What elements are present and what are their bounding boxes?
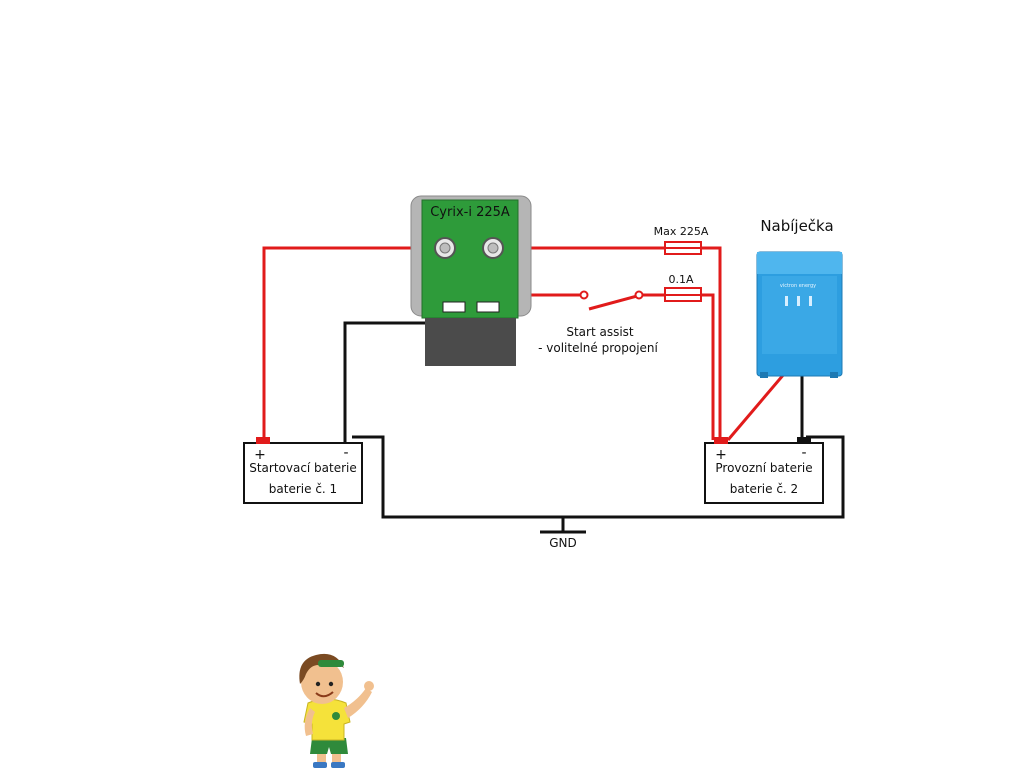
mascot-shoe-left	[313, 762, 327, 768]
battery1-box	[243, 442, 363, 504]
main-fuse-out-wire	[701, 246, 722, 440]
charger-led-2	[797, 296, 800, 306]
mascot-sunglasses	[318, 660, 344, 667]
assist-fuse: 0.1A	[664, 273, 702, 302]
mascot-hand	[364, 681, 374, 691]
battery2-box	[704, 442, 824, 504]
mascot-shirt-badge	[332, 712, 340, 720]
battery2-number: baterie č. 2	[730, 482, 798, 496]
charger-top-panel	[757, 252, 842, 274]
battery2-minus-label: -	[801, 445, 806, 461]
switch-lever	[588, 294, 638, 311]
start-assist-line1: Start assist	[566, 325, 634, 339]
battery1-number: baterie č. 1	[269, 482, 337, 496]
relay-base	[425, 318, 516, 366]
charger-led-1	[785, 296, 788, 306]
battery-1: + - Startovací baterie baterie č. 1	[243, 437, 363, 504]
relay-label: Cyrix-i 225A	[430, 205, 510, 220]
battery1-plus-terminal	[256, 437, 270, 444]
mascot-smile	[315, 691, 334, 698]
battery2-plus-label: +	[715, 447, 727, 463]
mascot-eye-right	[328, 681, 334, 687]
relay-terminal-right-bolt	[487, 242, 499, 254]
charger-foot-right	[830, 372, 838, 378]
mascot-shorts	[310, 738, 348, 754]
mascot-arm-left	[304, 708, 315, 736]
charger-led-3	[809, 296, 812, 306]
battery1-plus-label: +	[254, 447, 266, 463]
switch-contact-right	[634, 290, 644, 300]
charger: Nabíječka victron energy	[756, 217, 843, 378]
mascot-eye-left	[315, 681, 321, 687]
battery1-minus-label: -	[343, 445, 348, 461]
battery1-ground-wire	[352, 435, 845, 519]
battery1-positive-wire	[262, 246, 445, 440]
assist-fuse-label: 0.1A	[668, 273, 693, 286]
main-fuse: Max 225A	[654, 225, 709, 255]
battery1-name: Startovací baterie	[249, 461, 357, 475]
charger-title: Nabíječka	[760, 217, 833, 235]
relay-connector-right	[476, 301, 500, 313]
charger-foot-left	[760, 372, 768, 378]
relay-board	[421, 199, 519, 319]
battery-2: + - Provozní baterie baterie č. 2	[704, 437, 824, 504]
mascot-arm	[344, 688, 372, 718]
battery2-name: Provozní baterie	[715, 461, 812, 475]
charger-positive-wire	[726, 366, 792, 441]
battery2-plus-terminal	[714, 437, 728, 444]
switch-contact-left	[579, 290, 589, 300]
mascot-leg-right	[332, 748, 341, 764]
relay-connector-left	[442, 301, 466, 313]
battery2-minus-terminal	[797, 437, 811, 444]
cyrix-relay: Cyrix-i 225A	[410, 195, 532, 366]
gnd-label: GND	[549, 536, 577, 550]
charger-brand: victron energy	[780, 283, 816, 289]
charger-face	[762, 276, 837, 354]
main-fuse-label: Max 225A	[654, 225, 709, 238]
mascot-leg-left	[317, 748, 326, 764]
boy-pointing-icon	[299, 653, 374, 768]
start-assist-line2: - volitelné propojení	[538, 341, 658, 355]
assist-fuse-out-wire	[701, 293, 715, 440]
mascot-shoe-right	[331, 762, 345, 768]
relay-terminal-left-bolt	[439, 242, 451, 254]
